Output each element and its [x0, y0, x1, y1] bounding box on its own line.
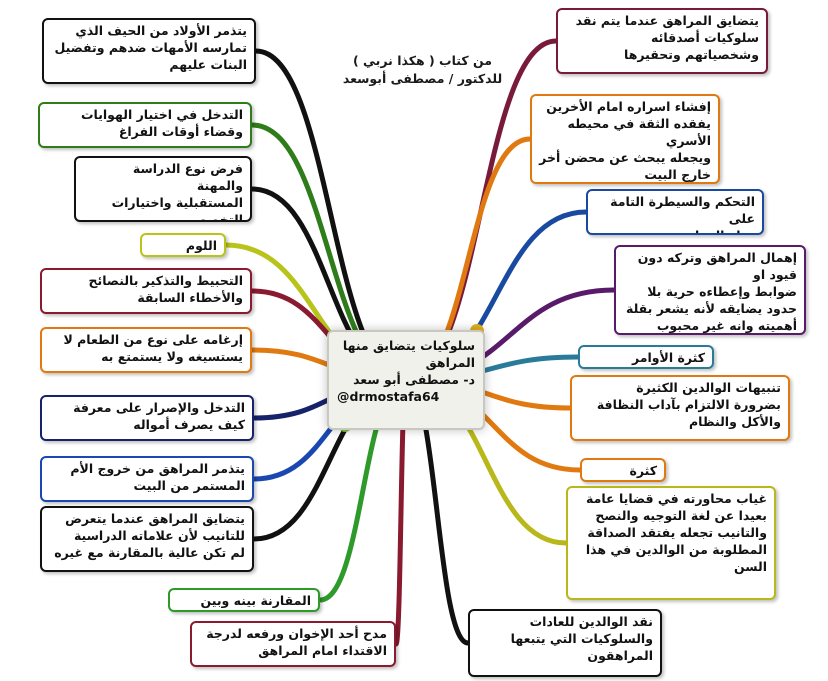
node-text-line: التحبيط والتذكير بالنصائح — [88, 273, 244, 288]
node-text-line: والتانيب تجعله يفتقد الصداقة — [587, 524, 767, 540]
node-text-line: يتضايق المراهق عندما يتم نقد — [575, 13, 759, 28]
node-text-line: بعيدا عن لغة التوجيه والنصح — [595, 507, 767, 523]
node-text-line: يتذمر المراهق من خروج الأم — [70, 461, 245, 476]
node-text-line: يفقده الثقة في محيطه الأسري — [567, 115, 711, 148]
node-text-line: إرغامه على نوع من الطعام لا — [63, 332, 243, 347]
node-text-line: للتانيب لأن علاماته الدراسية — [73, 527, 245, 543]
node-text-line: يتضايق المراهق عندما يتعرض — [65, 511, 245, 526]
node-text-line: لم تكن عالية بالمقارنة مع غيره — [54, 544, 245, 560]
node-text-line: تنبيهات الوالدين الكثيرة — [636, 380, 781, 395]
credit-line-2: للدكتور / مصطفى أبوسعد — [342, 71, 503, 87]
node-right-7: كثرة النصائح — [580, 458, 666, 482]
node-text-line: التدخل والإصرار على معرفة — [73, 400, 245, 415]
node-text-line: الاقتداء امام المراهق — [258, 642, 387, 658]
node-right-5: كثرة الأوامر والنواهي — [578, 345, 714, 369]
node-text-line: تمارسه الأمهات ضدهم وتفضيل — [54, 39, 247, 55]
node-text-line: مدح أحد الإخوان ورفعه لدرجة — [206, 626, 387, 641]
node-text-line: البنات عليهم — [169, 56, 247, 72]
node-text-line: يتذمر الأولاد من الحيف الذي — [75, 23, 247, 38]
node-text-line: وشخصياتهم وتحقيرها — [624, 46, 759, 62]
node-text-line: اللوم المستمر — [166, 238, 217, 255]
central-topic: سلوكيات يتضايق منها المراهق د- مصطفى أبو… — [327, 330, 485, 430]
central-author: د- مصطفى أبو سعد — [353, 371, 475, 387]
node-text-line: كيف يصرف أمواله — [133, 416, 245, 432]
credit-line-1: من كتاب ( هكذا نربي ) — [352, 53, 493, 68]
node-text-line: خارج البيت — [644, 166, 711, 182]
node-text-line: يستسيغه ولا يستمتع به — [101, 348, 243, 364]
node-text-line: حياة المراهق — [595, 228, 755, 233]
node-text-line: التحكم والسيطرة التامة على — [610, 194, 755, 226]
node-text-line: وقضاء أوقات الفراغ — [118, 123, 243, 139]
node-left-10: المقارنة بينه وبين غيره — [168, 588, 320, 612]
central-handle: @drmostafa64 — [337, 388, 440, 404]
node-text-line: المستقبلية واختيارات — [111, 194, 243, 210]
node-text-line: والسلوكيات التي يتبعها — [510, 630, 653, 646]
node-text-line: كثرة الأوامر والنواهي — [631, 350, 705, 367]
node-text-line: المقارنة بينه وبين غيره — [200, 593, 311, 610]
node-right-3: التحكم والسيطرة التامة على حياة المراهق — [586, 189, 764, 235]
node-text-line: بضرورة الالتزام بآداب النظافة — [596, 396, 781, 412]
node-text-line: التدخل في اختيار الهوايات — [80, 107, 243, 122]
node-text-line: ويجعله يبحث عن محضن أخر — [539, 149, 711, 165]
node-text-line: المستمر من البيت — [133, 477, 245, 493]
node-text-line: فرض نوع الدراسة والمهنة — [132, 161, 243, 193]
node-text-line: إهمال المراهق وتركه دون قيود او — [637, 250, 797, 282]
node-left-4: اللوم المستمر — [140, 233, 226, 257]
node-text-line: والأخطاء السابقة — [137, 289, 243, 305]
book-credit: من كتاب ( هكذا نربي ) للدكتور / مصطفى أب… — [330, 52, 515, 88]
node-text-line: أهميته وانه غير محبوب — [656, 317, 797, 333]
node-text-line: غياب محاورته في قضايا عامة — [586, 491, 767, 506]
node-text-line: المطلوبة من الوالدين في هذا — [585, 541, 767, 557]
node-text-line: كثرة النصائح — [612, 463, 657, 480]
node-text-line: التخصص — [190, 211, 243, 222]
node-text-line: المراهقون — [587, 647, 653, 663]
node-text-line: سلوكيات أصدقائه — [651, 29, 759, 45]
node-text-line: إفشاء اسراره امام الأخرين — [546, 99, 711, 114]
node-text-line: والأكل والنظام — [688, 413, 781, 429]
central-title: سلوكيات يتضايق منها المراهق — [342, 338, 475, 370]
node-text-line: ضوابط وإعطاءه حرية بلا — [647, 283, 797, 299]
node-text-line: حدود يضايقه لأنه يشعر بقلة — [626, 300, 797, 316]
node-text-line: نقد الوالدين للعادات — [529, 614, 653, 629]
node-text-line: السن — [734, 558, 767, 574]
